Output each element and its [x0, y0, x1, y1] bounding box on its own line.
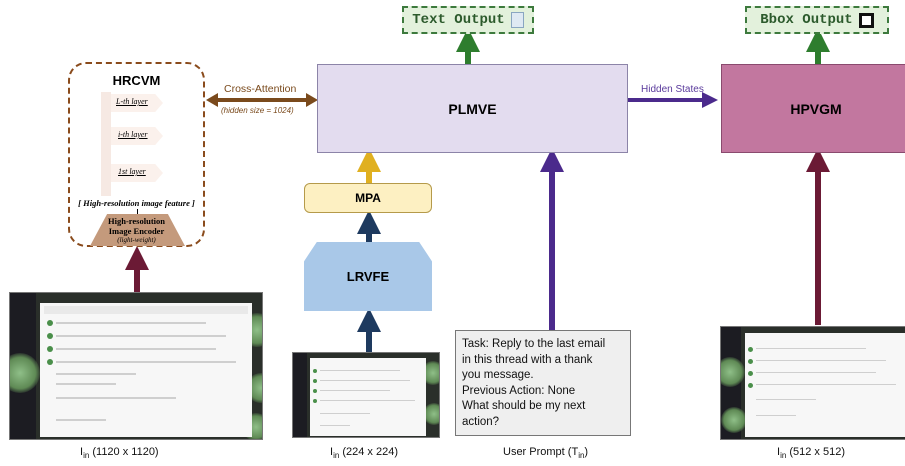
- feature-arrow: [137, 209, 138, 215]
- cross-attention-sub: (hidden size = 1024): [221, 106, 294, 115]
- hr-image-feature-label: [ High-resolution image feature ]: [78, 198, 195, 208]
- layer-label-l: L-th layer: [116, 97, 148, 106]
- screenshot-1120: [9, 292, 263, 440]
- bbox-output-box: Bbox Output: [745, 6, 889, 34]
- hrcvm-module: HRCVM L-th layer i-th layer 1st layer [ …: [68, 62, 205, 247]
- layer-arrow-i: [111, 127, 163, 145]
- hr-image-encoder: [90, 214, 185, 246]
- prompt-line-6: action?: [462, 415, 500, 428]
- screenshot-512: [720, 326, 905, 440]
- encoder-line1: High-resolution: [108, 216, 165, 226]
- caption-image-224: Iin (224 x 224): [330, 446, 398, 461]
- prompt-line-4: Previous Action: None: [462, 384, 576, 397]
- bbox-output-label: Bbox Output: [760, 12, 853, 28]
- notepad-icon: [510, 12, 524, 28]
- cross-attention-label: Cross-Attention: [224, 83, 297, 95]
- layer-stack: [101, 92, 111, 196]
- user-prompt-box: Task: Reply to the last email in this th…: [455, 330, 631, 436]
- layer-arrow-l: [111, 94, 163, 112]
- caption-image-512: Iin (512 x 512): [777, 446, 845, 461]
- screenshot-224: [292, 352, 440, 438]
- arrow-cross-attention-left-head: [206, 93, 218, 107]
- caption-user-prompt: User Prompt (Tin): [503, 446, 589, 461]
- mpa-module: MPA: [304, 183, 432, 213]
- plmve-module: PLMVE: [317, 64, 628, 153]
- hpvgm-module: HPVGM: [721, 64, 905, 153]
- prompt-line-1: Task: Reply to the last email: [462, 338, 606, 350]
- arrow-cross-attention-right-head: [306, 93, 318, 107]
- encoder-line3: (light-weight): [117, 236, 156, 244]
- encoder-line2: Image Encoder: [108, 226, 165, 236]
- caption-image-1120: Iin (1120 x 1120): [80, 446, 159, 461]
- prompt-line-3: you message.: [462, 369, 534, 381]
- layer-arrow-1: [111, 164, 163, 182]
- hrcvm-title: HRCVM: [112, 73, 161, 88]
- lrvfe-module: LRVFE: [304, 242, 432, 311]
- text-output-label: Text Output: [412, 12, 505, 28]
- layer-label-1: 1st layer: [118, 167, 146, 176]
- layer-label-i: i-th layer: [118, 130, 148, 139]
- text-output-box: Text Output: [402, 6, 534, 34]
- prompt-line-2: in this thread with a thank: [462, 353, 593, 366]
- square-icon: [858, 12, 874, 28]
- prompt-line-5: What should be my next: [462, 400, 586, 412]
- hidden-states-label: Hidden States: [641, 84, 704, 95]
